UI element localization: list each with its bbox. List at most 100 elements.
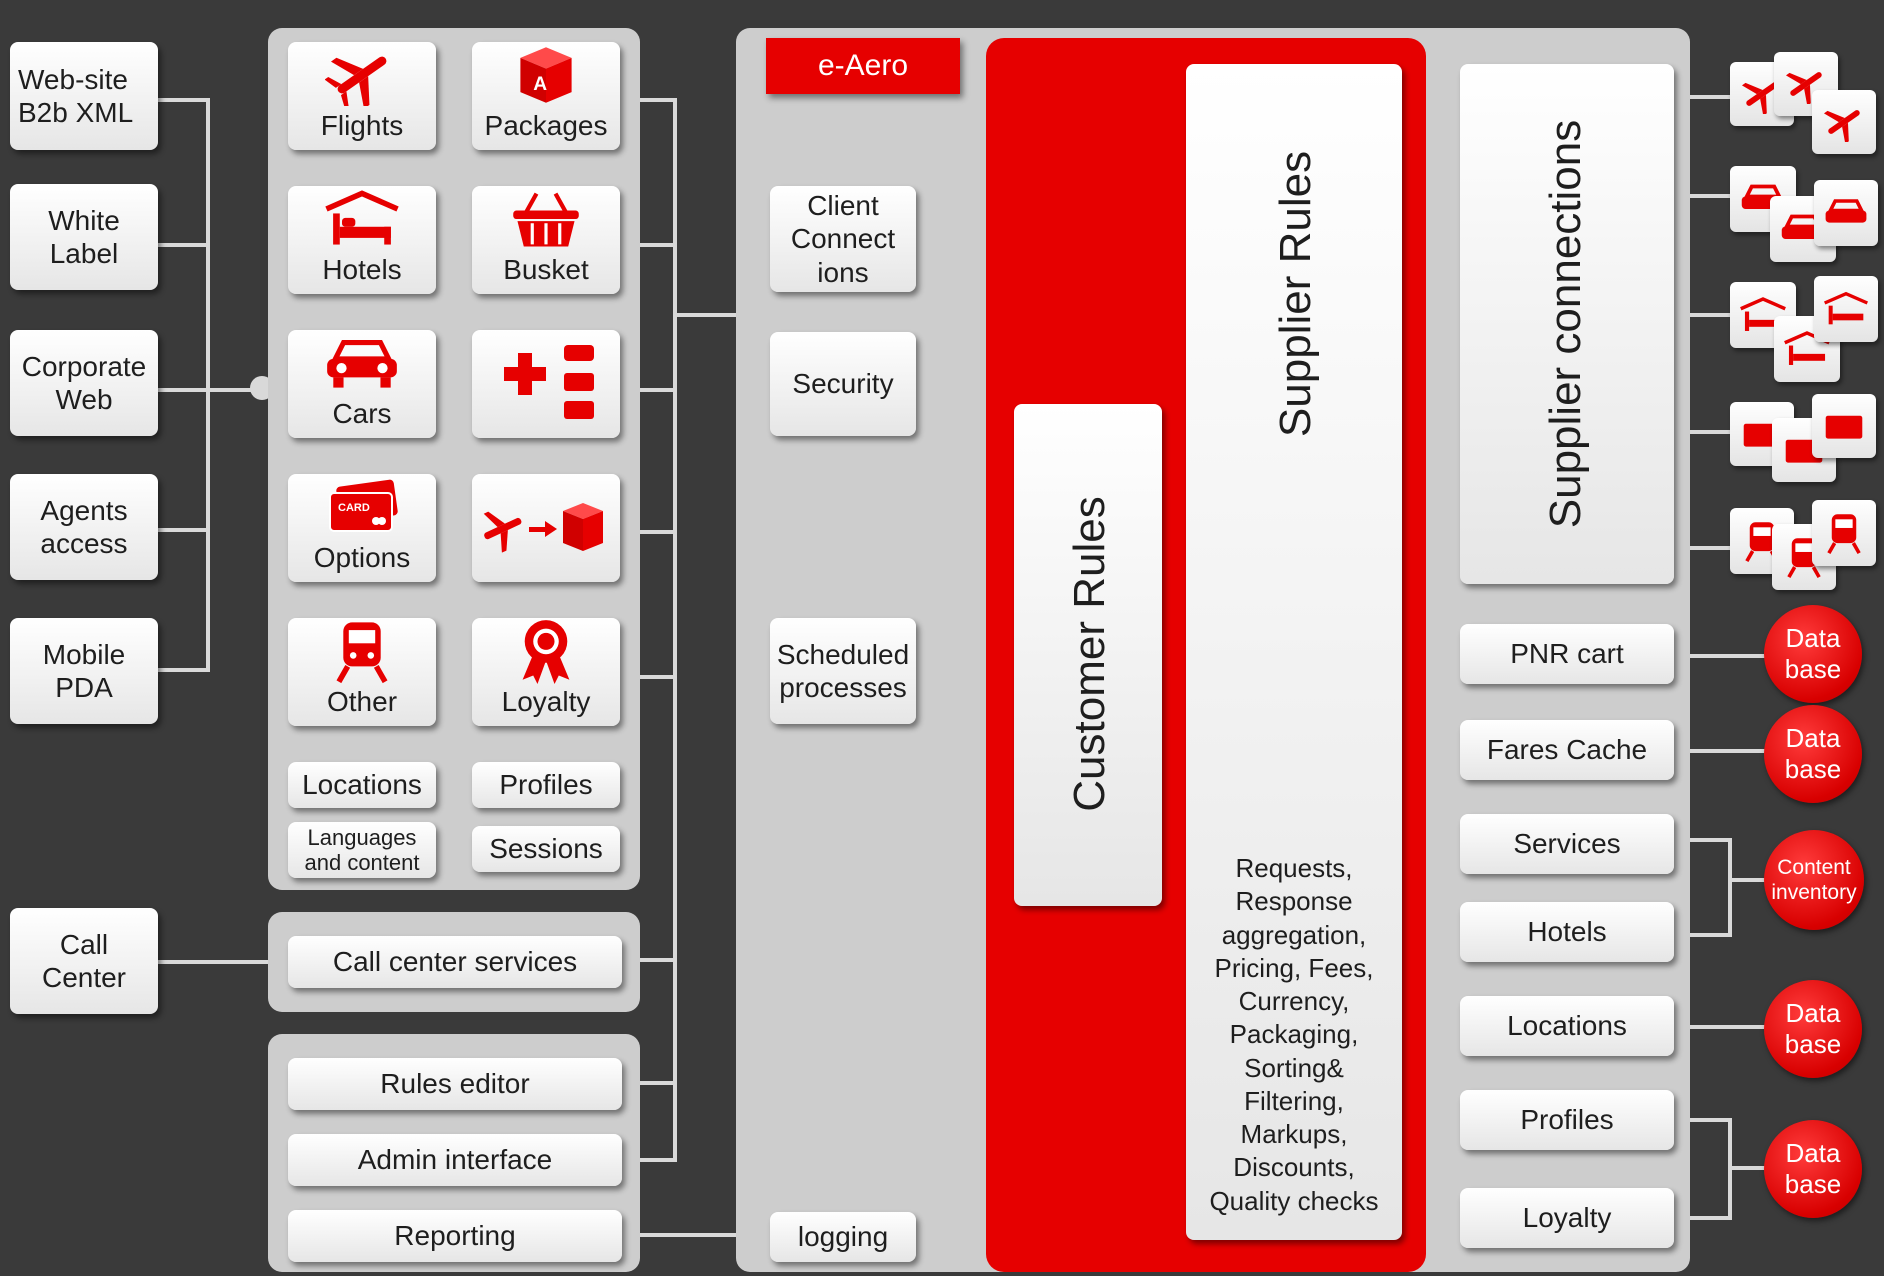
module-extras[interactable]: [472, 330, 620, 438]
pnr-cart-label: PNR cart: [1510, 638, 1624, 670]
client-agents-access[interactable]: Agents access: [10, 474, 158, 580]
supplier-rules-label: Supplier Rules: [1271, 150, 1320, 438]
module-locations[interactable]: Locations: [288, 762, 436, 808]
client-agents-access-label: Agents access: [40, 494, 128, 559]
supplier-rules-description: Requests, Response aggregation, Pricing,…: [1209, 853, 1379, 1216]
database-pnr: Data base: [1764, 605, 1862, 703]
database-profiles-label: Data base: [1784, 1137, 1842, 1199]
airplane-icon: [325, 57, 387, 107]
client-call-center[interactable]: Call Center: [10, 908, 158, 1014]
database-locations: Data base: [1764, 980, 1862, 1078]
security[interactable]: Security: [770, 332, 916, 436]
scheduled-processes[interactable]: Scheduled processes: [770, 618, 916, 724]
database-locations-label: Data base: [1784, 997, 1842, 1059]
client-mobile-pda-label: Mobile PDA: [42, 638, 126, 703]
backend-locations[interactable]: Locations: [1460, 996, 1674, 1056]
database-profiles: Data base: [1764, 1120, 1862, 1218]
train-icon: [336, 622, 388, 684]
admin-interface-label: Admin interface: [357, 1144, 553, 1176]
customer-rules[interactable]: [1014, 404, 1162, 906]
client-mobile-pda[interactable]: Mobile PDA: [10, 618, 158, 724]
modules-panel: [268, 28, 640, 890]
train-supplier-icon: [1812, 500, 1876, 566]
module-cars-label: Cars: [332, 397, 392, 429]
svg-text:CARD: CARD: [338, 502, 370, 514]
database-fares-label: Data base: [1784, 722, 1842, 784]
customer-rules-label: Customer Rules: [1065, 496, 1114, 812]
module-other[interactable]: Other: [288, 618, 436, 726]
svg-text:A: A: [533, 74, 547, 95]
reporting[interactable]: Reporting: [288, 1210, 622, 1262]
backend-profiles[interactable]: Profiles: [1460, 1090, 1674, 1150]
client-white-label[interactable]: White Label: [10, 184, 158, 290]
client-corporate-web[interactable]: Corporate Web: [10, 330, 158, 436]
module-sessions-label: Sessions: [489, 833, 603, 865]
fares-cache-label: Fares Cache: [1486, 734, 1648, 766]
module-languages-label: Languages and content: [304, 824, 420, 875]
pnr-cart[interactable]: PNR cart: [1460, 624, 1674, 684]
backend-loyalty[interactable]: Loyalty: [1460, 1188, 1674, 1248]
module-options[interactable]: CARD Options: [288, 474, 436, 582]
call-center-services[interactable]: Call center services: [288, 936, 622, 988]
module-sessions[interactable]: Sessions: [472, 826, 620, 872]
card-supplier-icon: [1812, 394, 1876, 458]
client-website-label: Web-site B2b XML: [18, 63, 134, 128]
module-options-label: Options: [313, 541, 411, 573]
medical-plus-car-bed-card-icon: [504, 345, 594, 419]
fares-cache[interactable]: Fares Cache: [1460, 720, 1674, 780]
module-busket[interactable]: Busket: [472, 186, 620, 294]
rules-editor[interactable]: Rules editor: [288, 1058, 622, 1110]
services[interactable]: Services: [1460, 814, 1674, 874]
module-hotels[interactable]: Hotels: [288, 186, 436, 294]
module-busket-label: Busket: [503, 253, 589, 285]
content-inventory-label: Content inventory: [1771, 855, 1857, 904]
client-white-label-label: White Label: [48, 204, 120, 269]
logging[interactable]: logging: [770, 1212, 916, 1262]
backend-hotels[interactable]: Hotels: [1460, 902, 1674, 962]
module-other-label: Other: [326, 685, 398, 717]
reporting-label: Reporting: [394, 1220, 516, 1252]
module-hotels-label: Hotels: [322, 253, 402, 285]
content-inventory: Content inventory: [1764, 830, 1864, 930]
admin-interface[interactable]: Admin interface: [288, 1134, 622, 1186]
logging-label: logging: [797, 1221, 889, 1253]
hotel-supplier-icon: [1814, 276, 1878, 342]
client-website-b2b-xml[interactable]: Web-site B2b XML: [10, 42, 158, 150]
e-aero-title: e-Aero: [766, 38, 960, 94]
module-profiles[interactable]: Profiles: [472, 762, 620, 808]
module-flights[interactable]: Flights: [288, 42, 436, 150]
backend-hotels-label: Hotels: [1527, 916, 1607, 948]
supplier-connections[interactable]: [1460, 64, 1674, 584]
credit-card-icon: CARD: [329, 480, 398, 533]
scheduled-processes-label: Scheduled processes: [776, 638, 910, 703]
module-locations-label: Locations: [302, 769, 422, 801]
database-pnr-label: Data base: [1784, 622, 1842, 684]
train-supplier-icon: [1772, 524, 1836, 590]
client-connections[interactable]: Client Connect ions: [770, 186, 916, 292]
award-ribbon-icon: [522, 620, 570, 685]
module-loyalty-label: Loyalty: [501, 685, 591, 717]
call-center-services-label: Call center services: [332, 946, 578, 978]
backend-profiles-label: Profiles: [1520, 1104, 1614, 1136]
basket-icon: [513, 193, 579, 247]
module-cars[interactable]: Cars: [288, 330, 436, 438]
supplier-rules[interactable]: [1186, 64, 1402, 1240]
car-icon: [327, 340, 397, 389]
supplier-connections-label: Supplier connections: [1541, 119, 1590, 529]
package-box-icon: A: [520, 47, 572, 104]
module-flight-to-package[interactable]: [472, 474, 620, 582]
client-connections-label: Client Connect ions: [790, 190, 896, 288]
module-languages[interactable]: Languages and content: [288, 822, 436, 878]
module-profiles-label: Profiles: [499, 769, 593, 801]
module-packages[interactable]: A Packages: [472, 42, 620, 150]
module-loyalty[interactable]: Loyalty: [472, 618, 620, 726]
backend-loyalty-label: Loyalty: [1522, 1202, 1612, 1234]
flight-supplier-icon: [1812, 90, 1876, 154]
services-label: Services: [1513, 828, 1621, 860]
backend-locations-label: Locations: [1507, 1010, 1627, 1042]
client-call-center-label: Call Center: [41, 928, 127, 993]
module-flights-label: Flights: [320, 109, 404, 141]
car-supplier-icon: [1814, 180, 1878, 246]
database-fares: Data base: [1764, 705, 1862, 803]
